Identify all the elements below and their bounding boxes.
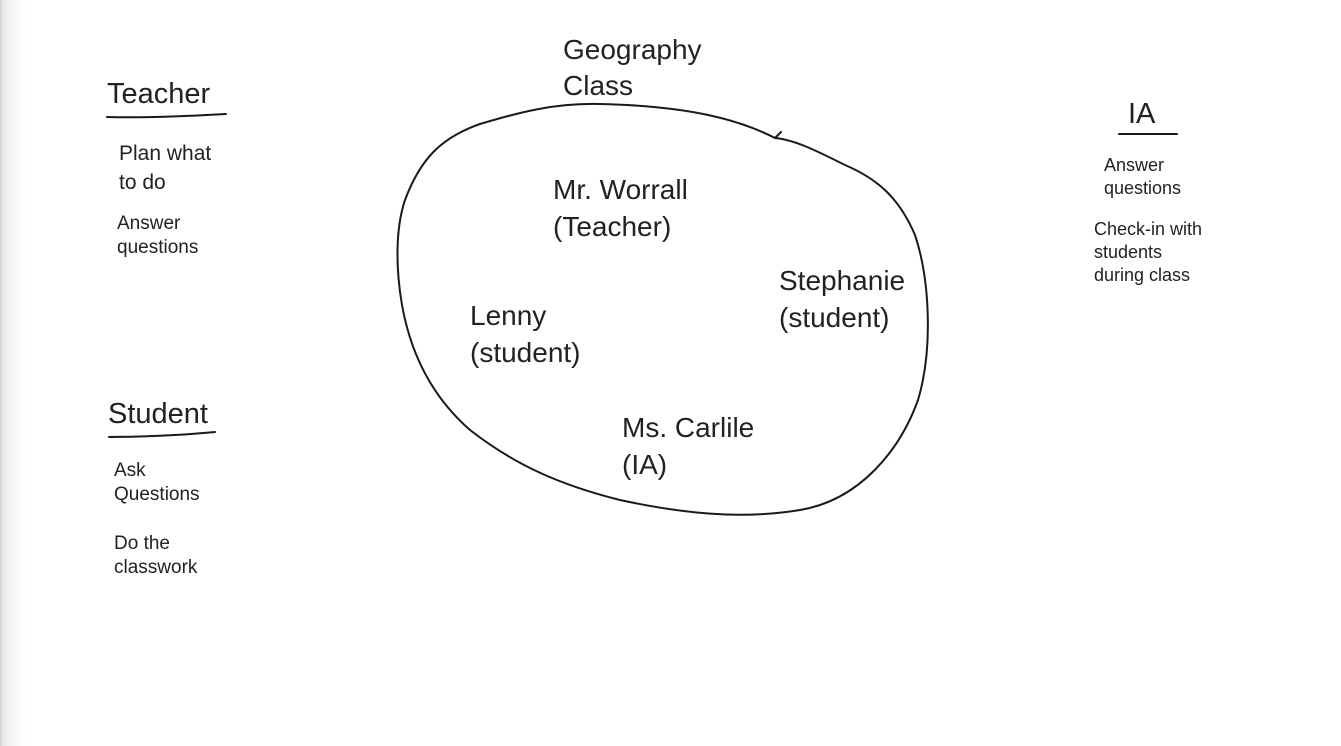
student-note-classwork: Do the classwork	[114, 533, 198, 578]
member-mr-worrall: Mr. Worrall (Teacher)	[553, 174, 688, 242]
diagram-title: Geography Class	[563, 34, 702, 101]
teacher-heading: Teacher	[107, 78, 211, 110]
member-lenny: Lenny (student)	[470, 300, 581, 368]
student-heading: Student	[108, 398, 208, 430]
teacher-note-plan: Plan what to do	[119, 142, 212, 194]
member-stephanie: Stephanie (student)	[779, 265, 906, 333]
left-edge-shadow	[0, 0, 28, 746]
student-note-ask: Ask Questions	[114, 460, 200, 505]
ia-heading: IA	[1128, 98, 1156, 130]
ia-note-answer: Answer questions	[1104, 155, 1182, 198]
member-ms-carlile: Ms. Carlile (IA)	[622, 412, 755, 480]
teacher-note-answer: Answer questions	[117, 213, 199, 258]
teacher-underline	[106, 113, 227, 119]
ia-note-checkin: Check-in with students during class	[1094, 219, 1203, 285]
student-underline	[108, 431, 216, 438]
